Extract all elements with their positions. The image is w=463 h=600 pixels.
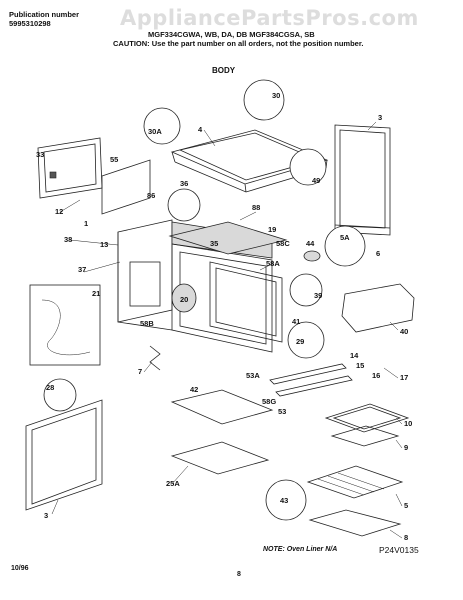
svg-text:17: 17 [400, 373, 408, 382]
svg-text:14: 14 [350, 351, 359, 360]
svg-text:53A: 53A [246, 371, 260, 380]
mounting-bracket [341, 283, 415, 333]
control-panel-back [37, 137, 103, 199]
svg-text:25A: 25A [166, 479, 180, 488]
svg-text:6: 6 [376, 249, 380, 258]
svg-text:42: 42 [190, 385, 198, 394]
svg-text:8: 8 [404, 533, 408, 542]
svg-text:58C: 58C [276, 239, 290, 248]
oven-rack [306, 465, 404, 499]
svg-text:58A: 58A [266, 259, 280, 268]
callout-labels: 30 4 3 30A 49 33 55 86 12 88 1 19 38 13 … [36, 91, 412, 542]
hardware-circle-21 [289, 273, 323, 307]
hardware-circle-36 [167, 188, 201, 222]
hardware-circle [324, 225, 366, 267]
drawing-code: P24V0135 [379, 545, 419, 555]
broil-pan [324, 403, 410, 447]
svg-text:7: 7 [138, 367, 142, 376]
svg-text:3: 3 [44, 511, 48, 520]
svg-text:30: 30 [272, 91, 280, 100]
burner-knob [171, 283, 197, 313]
svg-text:16: 16 [372, 371, 380, 380]
svg-text:58G: 58G [262, 397, 276, 406]
hardware-circle-28 [43, 378, 77, 412]
svg-text:3: 3 [378, 113, 382, 122]
svg-text:15: 15 [356, 361, 364, 370]
caution-text: CAUTION: Use the part number on all orde… [113, 39, 364, 48]
watermark: AppliancePartsPros.com [120, 6, 419, 30]
svg-text:86: 86 [147, 191, 155, 200]
svg-text:9: 9 [404, 443, 408, 452]
footer-note: NOTE: Oven Liner N/A [263, 546, 338, 553]
hardware-circle-30A [143, 107, 181, 145]
svg-text:49: 49 [312, 176, 320, 185]
svg-text:40: 40 [400, 327, 408, 336]
svg-text:44: 44 [306, 239, 315, 248]
svg-text:39: 39 [314, 291, 322, 300]
publication-label: Publication number [9, 10, 80, 19]
footer-page: 8 [237, 571, 241, 578]
svg-text:38: 38 [64, 235, 72, 244]
svg-text:55: 55 [110, 155, 118, 164]
svg-text:29: 29 [296, 337, 304, 346]
svg-text:13: 13 [100, 240, 108, 249]
svg-text:43: 43 [280, 496, 288, 505]
leveling-leg [303, 250, 321, 262]
cooktop [168, 221, 288, 255]
hardware-circle-49 [289, 148, 327, 186]
power-cord-box [29, 284, 101, 366]
svg-text:20: 20 [180, 295, 188, 304]
svg-text:30A: 30A [148, 127, 162, 136]
svg-text:28: 28 [46, 383, 54, 392]
svg-text:33: 33 [36, 150, 44, 159]
oven-frame [209, 261, 283, 343]
svg-text:88: 88 [252, 203, 260, 212]
footer-date: 10/96 [11, 565, 29, 572]
svg-text:53: 53 [278, 407, 286, 416]
svg-text:37: 37 [78, 265, 86, 274]
trim-strips [269, 363, 353, 397]
oven-door [25, 399, 103, 511]
bake-element [149, 345, 161, 371]
hardware-circle-43 [265, 479, 307, 521]
drawer-liner [170, 389, 274, 425]
svg-text:12: 12 [55, 207, 63, 216]
models-line: MGF334CGWA, WB, DA, DB MGF384CGSA, SB [148, 30, 315, 39]
svg-text:41: 41 [292, 317, 300, 326]
svg-text:21: 21 [92, 289, 100, 298]
hardware-circle-29 [287, 321, 325, 359]
svg-text:35: 35 [210, 239, 218, 248]
svg-text:5A: 5A [340, 233, 350, 242]
svg-text:5: 5 [404, 501, 408, 510]
svg-text:4: 4 [198, 125, 203, 134]
svg-text:58B: 58B [140, 319, 154, 328]
side-bracket [101, 159, 151, 215]
oven-bottom [308, 509, 402, 537]
publication-number: 5995310298 [9, 19, 51, 28]
hardware-circle-30 [243, 79, 285, 121]
drawer-frame [170, 441, 270, 475]
svg-text:19: 19 [268, 225, 276, 234]
svg-text:1: 1 [84, 219, 88, 228]
svg-text:10: 10 [404, 419, 412, 428]
svg-text:36: 36 [180, 179, 188, 188]
back-panel [334, 124, 391, 236]
leader-lines [51, 121, 403, 539]
section-title: BODY [212, 66, 236, 75]
